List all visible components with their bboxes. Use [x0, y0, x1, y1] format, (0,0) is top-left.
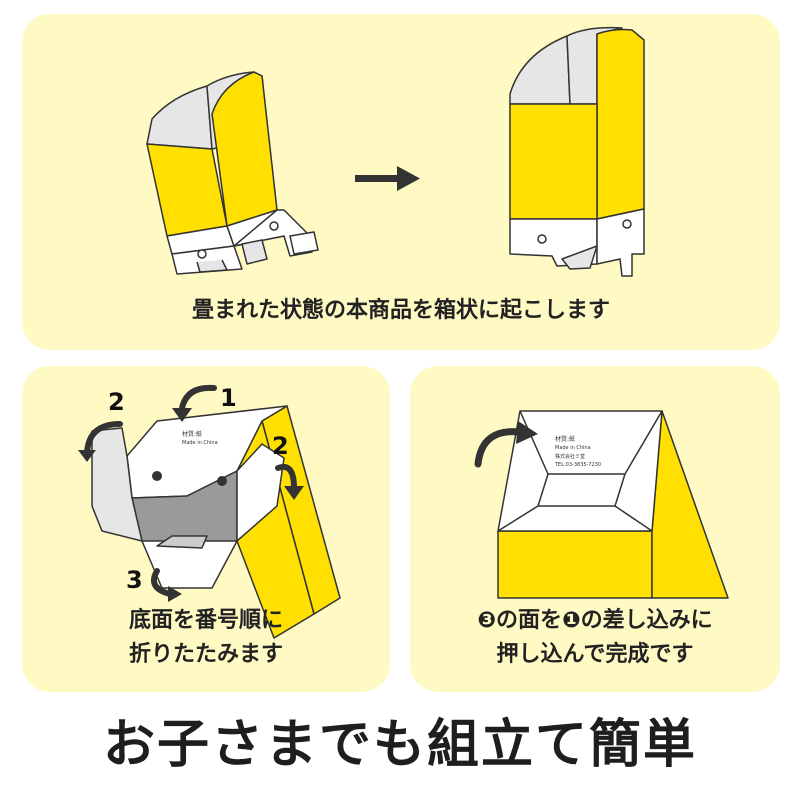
top-label-line1: 材質:紙: [555, 435, 575, 443]
right-panel: 材質:紙 Made in China 株式会社ミ堂 TEL:03-3835-72…: [410, 366, 780, 692]
top-label-line3: 株式会社ミ堂: [555, 453, 585, 460]
box-label-line2: Made in China: [182, 440, 218, 446]
left-caption-line1: 底面を番号順に: [128, 608, 283, 633]
left-panel: 材質:紙 Made in China 1 2 2 3 底面を番号順に 折りたたみ…: [22, 366, 390, 692]
finished-box-illustration: 材質:紙 Made in China 株式会社ミ堂 TEL:03-3835-72…: [474, 410, 729, 599]
fold-bottom-illustration: 材質:紙 Made in China 1 2 2 3: [78, 384, 341, 639]
top-panel: 畳まれた状態の本商品を箱状に起こします: [22, 14, 780, 350]
right-caption: ❸の面を❶の差し込みに 押し込んで完成です: [410, 604, 780, 672]
step-number-2-left: 2: [108, 388, 125, 416]
step-number-1: 1: [220, 384, 237, 412]
top-caption: 畳まれた状態の本商品を箱状に起こします: [191, 298, 610, 323]
folded-box-image: [146, 71, 319, 275]
headline: お子さまでも組立て簡単: [102, 715, 697, 775]
unfold-illustration: [146, 26, 645, 277]
box-label-line1: 材質:紙: [182, 430, 202, 438]
curved-arrow-icon: [474, 428, 524, 468]
right-caption-line2: 押し込んで完成です: [496, 642, 694, 667]
top-label-line4: TEL:03-3835-7230: [554, 462, 601, 468]
arrow-right-icon: [355, 166, 420, 191]
left-caption-line2: 折りたたみます: [128, 642, 283, 667]
left-caption: 底面を番号順に 折りたたみます: [22, 604, 390, 672]
right-caption-line1: ❸の面を❶の差し込みに: [477, 608, 713, 633]
step-number-2-right: 2: [272, 432, 289, 460]
opened-box-image: [509, 26, 645, 277]
top-label-line2: Made in China: [555, 445, 591, 451]
step-number-3: 3: [126, 566, 143, 594]
curved-arrow-icon: [84, 384, 297, 597]
